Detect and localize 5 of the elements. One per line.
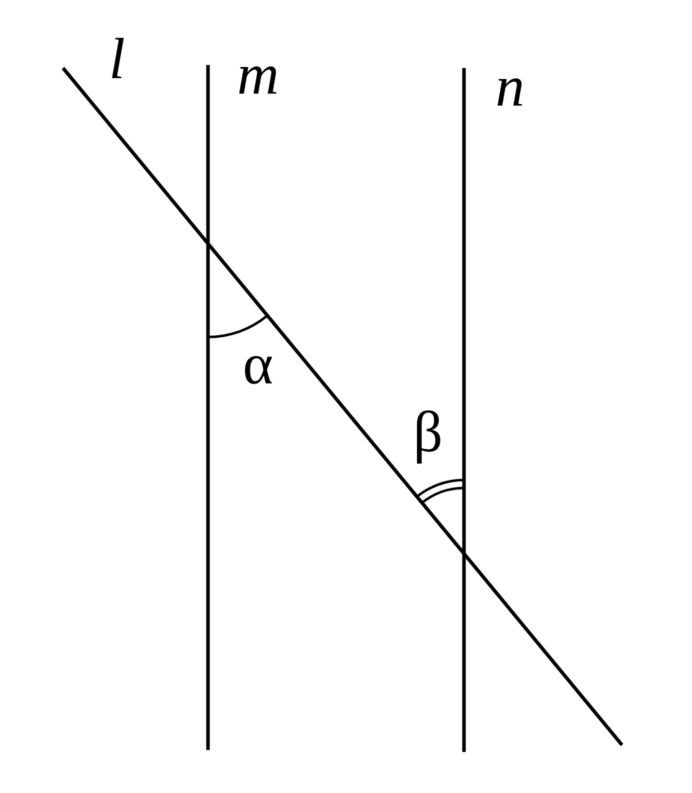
line-label: m [239,66,276,94]
line-label: l [112,38,124,78]
line-label: n [498,78,522,106]
angle-label: α [245,356,272,384]
angle-label: β [416,410,440,464]
